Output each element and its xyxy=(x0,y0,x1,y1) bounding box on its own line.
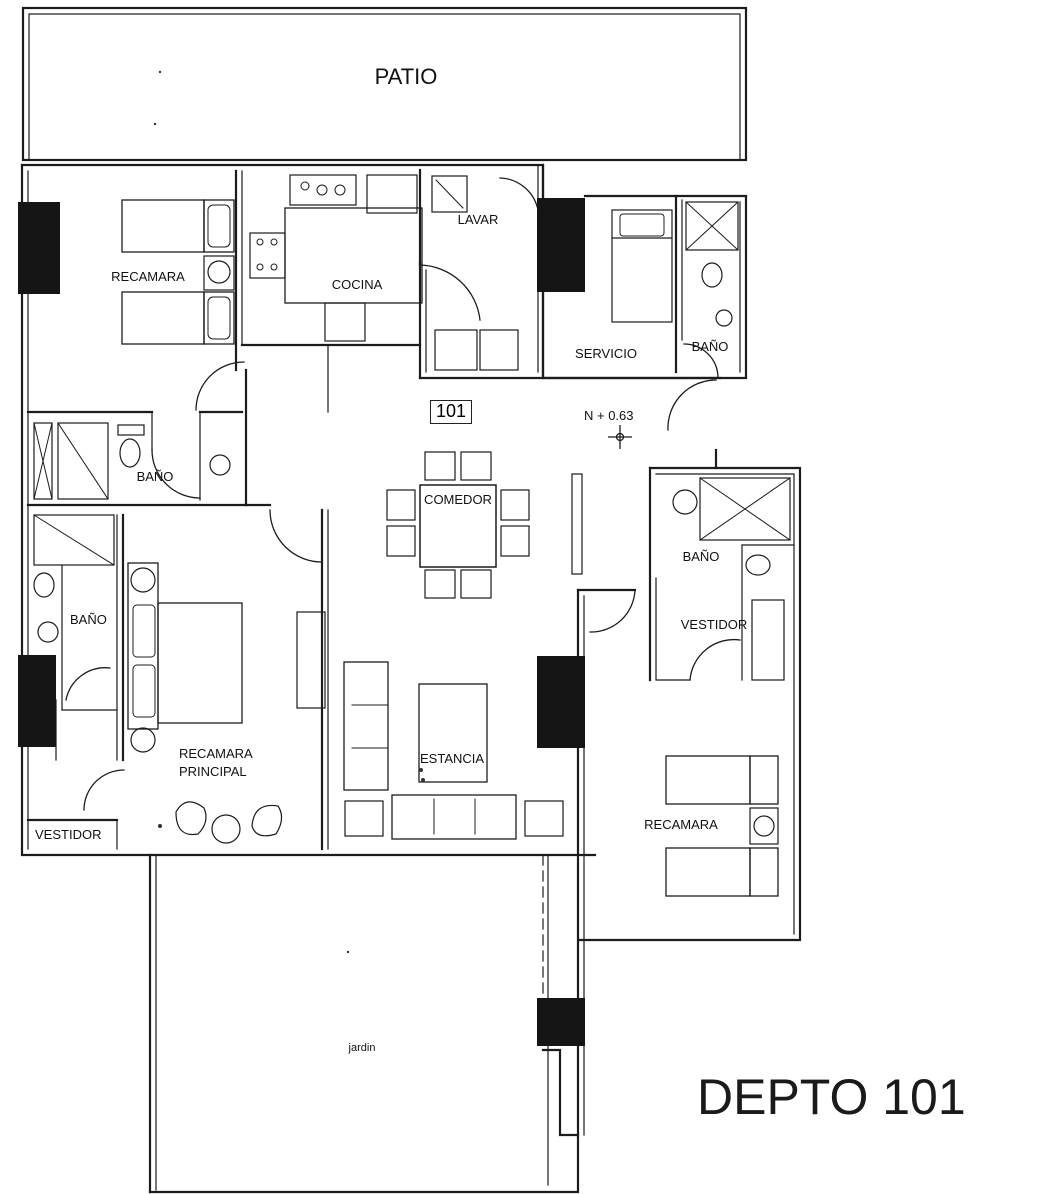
room-label-lavar: LAVAR xyxy=(457,212,499,227)
jardin-walls xyxy=(148,853,580,1194)
master-bedroom-walls xyxy=(83,503,329,851)
room-label-recamara-top-left: RECAMARA xyxy=(111,269,185,284)
elevation-label: N + 0.63 xyxy=(584,408,634,423)
room-label-bano-servicio: BAÑO xyxy=(691,339,729,354)
bedroom-top-left-furniture xyxy=(121,199,235,345)
room-label-recamara-principal: RECAMARA PRINCIPAL xyxy=(179,746,253,779)
right-wing-walls xyxy=(576,379,802,1137)
room-label-bano-principal: BAÑO xyxy=(70,612,107,627)
service-room-walls xyxy=(611,194,739,379)
unit-number-box: 101 xyxy=(430,400,473,424)
decorative-specks xyxy=(153,70,425,954)
room-label-vestidor-right: VESTIDOR xyxy=(680,617,748,632)
living-furniture xyxy=(343,661,564,840)
left-bath-walls xyxy=(26,361,248,507)
room-label-comedor: COMEDOR xyxy=(424,492,492,507)
plan-title: DEPTO 101 xyxy=(697,1069,966,1125)
kitchen-walls xyxy=(249,168,539,380)
room-label-cocina: COCINA xyxy=(331,277,383,292)
dining-furniture xyxy=(386,451,583,599)
room-label-servicio: SERVICIO xyxy=(575,346,637,361)
master-bath-walls xyxy=(26,514,119,850)
solid-blocks xyxy=(18,198,585,1046)
room-label-bano-left: BAÑO xyxy=(136,469,174,484)
room-label-estancia: ESTANCIA xyxy=(420,751,485,766)
room-label-bano-right: BAÑO xyxy=(682,549,720,564)
room-label-patio: PATIO xyxy=(374,64,438,89)
room-label-recamara-right: RECAMARA xyxy=(644,817,718,832)
elevation-marker-icon xyxy=(608,425,632,449)
room-label-jardin: jardin xyxy=(348,1042,376,1054)
room-label-vestidor-left: VESTIDOR xyxy=(35,827,102,842)
bedroom-top-left-walls xyxy=(26,169,422,414)
patio-walls xyxy=(21,6,748,162)
